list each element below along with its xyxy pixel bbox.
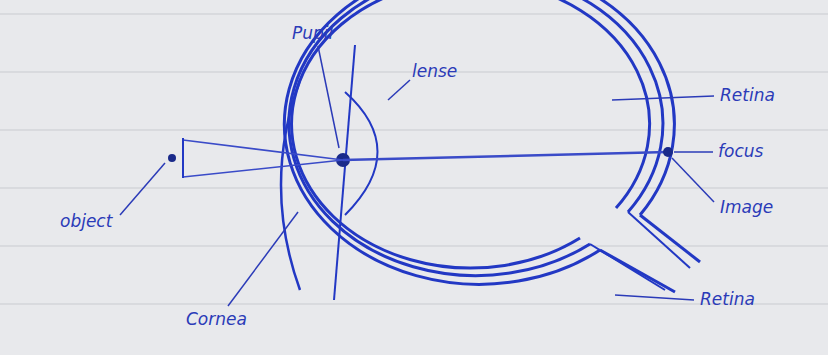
focus-dot bbox=[663, 147, 673, 157]
part-label: Image bbox=[720, 198, 773, 217]
part-label: Cornea bbox=[186, 310, 247, 329]
part-label: object bbox=[60, 212, 112, 231]
part-label: focus bbox=[718, 142, 763, 161]
part-label: Retina bbox=[700, 290, 755, 309]
leader-lines bbox=[120, 46, 714, 306]
part-label: lense bbox=[412, 62, 457, 81]
light-rays bbox=[183, 140, 668, 177]
object-dot bbox=[168, 154, 176, 162]
eyeball bbox=[281, 0, 700, 292]
object-symbol bbox=[182, 138, 184, 178]
part-label: Pupil bbox=[292, 24, 333, 43]
lens-iris bbox=[334, 45, 378, 300]
part-label: Retina bbox=[720, 86, 775, 105]
